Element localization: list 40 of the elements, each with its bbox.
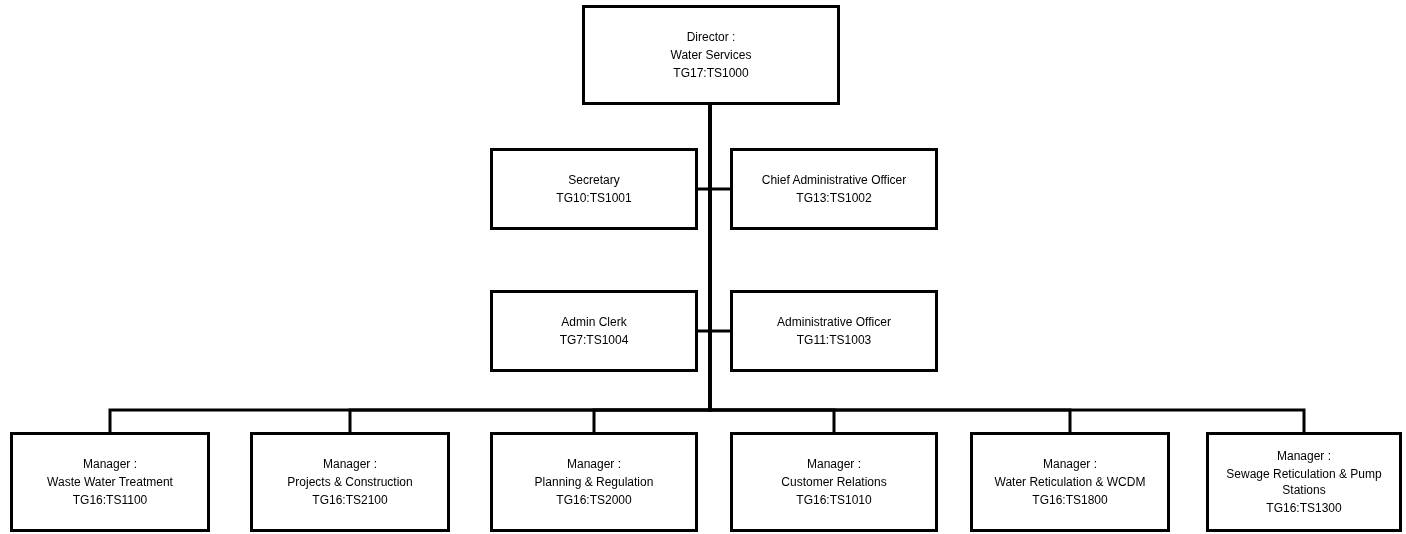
box-text: Manager :: [567, 456, 621, 472]
box-text: Chief Administrative Officer: [761, 172, 907, 188]
box-text: Manager :: [1043, 456, 1097, 472]
box-text: Customer Relations: [781, 474, 887, 490]
box-text: TG16:TS2100: [312, 492, 388, 508]
org-box: [250, 432, 450, 532]
box-text: TG17:TS1000: [673, 65, 749, 81]
box-text: Water Reticulation & WCDM: [994, 474, 1146, 490]
box-text: TG13:TS1002: [796, 190, 872, 206]
box-text: Admin Clerk: [561, 314, 627, 330]
box-text: Water Services: [670, 47, 752, 63]
box-text: TG10:TS1001: [556, 190, 632, 206]
org-box: [490, 148, 698, 230]
box-text: Manager :: [1277, 448, 1331, 464]
box-text: TG11:TS1003: [796, 332, 872, 348]
box-text: Planning & Regulation: [534, 474, 654, 490]
box-text: TG16:TS1800: [1032, 492, 1108, 508]
org-box: [10, 432, 210, 532]
box-text: Manager :: [323, 456, 377, 472]
box-text: TG16:TS2000: [556, 492, 632, 508]
box-text: TG16:TS1010: [796, 492, 872, 508]
org-box: [730, 148, 938, 230]
box-text: Projects & Construction: [287, 474, 413, 490]
box-text: Sewage Reticulation & Pump Stations: [1225, 466, 1383, 498]
org-box: [970, 432, 1170, 532]
org-box: [1206, 432, 1402, 532]
box-text: Manager :: [807, 456, 861, 472]
org-box: [582, 5, 840, 105]
box-text: TG16:TS1100: [72, 492, 148, 508]
box-text: TG7:TS1004: [559, 332, 629, 348]
org-box: [730, 432, 938, 532]
org-box: [730, 290, 938, 372]
box-text: TG16:TS1300: [1266, 500, 1342, 516]
org-box: [490, 432, 698, 532]
box-text: Secretary: [568, 172, 620, 188]
box-text: Manager :: [83, 456, 137, 472]
box-text: Administrative Officer: [777, 314, 891, 330]
box-text: Waste Water Treatment: [47, 474, 173, 490]
box-text: Director :: [686, 29, 736, 45]
org-box: [490, 290, 698, 372]
